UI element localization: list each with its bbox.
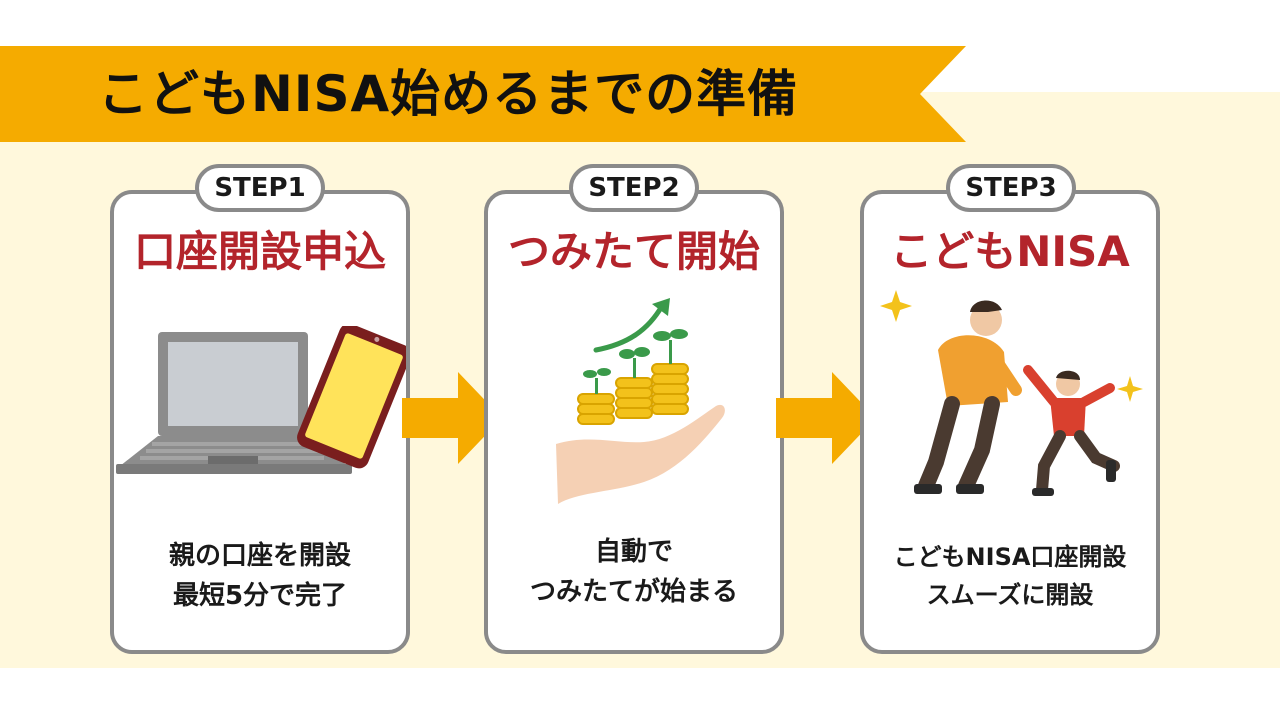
step3-card — [860, 190, 1160, 654]
parent-child-skating-icon — [880, 290, 1143, 496]
arrow-right-icon — [776, 372, 876, 464]
laptop-smartphone-icon — [116, 326, 406, 474]
step1-label: STEP1 — [195, 164, 325, 212]
step1-title: 口座開設申込 — [133, 227, 386, 276]
step3-label: STEP3 — [946, 164, 1076, 212]
coins-hand-growth-icon — [556, 298, 725, 504]
step2-description: 自動で つみたてが始まる — [484, 532, 784, 612]
step2-title: つみたて開始 — [507, 227, 760, 276]
step2-label: STEP2 — [569, 164, 699, 212]
step1-desc-line2: 最短5分で完了 — [172, 581, 348, 611]
page-title: こどもNISA始めるまでの準備 — [98, 65, 799, 123]
step3-title: こどもNISA — [890, 227, 1130, 276]
arrow-right-icon — [402, 372, 502, 464]
step1-description: 親の口座を開設 最短5分で完了 — [110, 536, 410, 616]
step3-description: こどもNISA口座開設 スムーズに開設 — [860, 538, 1160, 614]
step3-desc-line2: スムーズに開設 — [926, 581, 1094, 609]
banner-ribbon-shape — [0, 46, 966, 142]
step3-desc-line1: こどもNISA口座開設 — [893, 543, 1127, 571]
step2-card — [484, 190, 784, 654]
title-banner: こどもNISA始めるまでの準備 — [0, 46, 966, 142]
step1-desc-line1: 親の口座を開設 — [168, 541, 351, 571]
step2-desc-line1: 自動で — [594, 537, 673, 567]
step2-desc-line2: つみたてが始まる — [529, 577, 738, 607]
